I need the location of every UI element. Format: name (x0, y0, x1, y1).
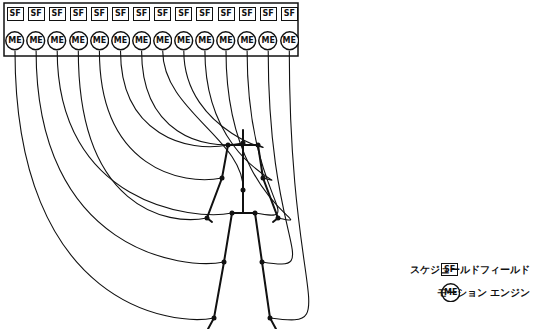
motion-link-curve (247, 51, 278, 215)
scheduled-field-box: SF (154, 7, 171, 21)
node-label: SF (115, 10, 126, 18)
legend-text: モーション エンジン (437, 288, 530, 298)
motion-link-curve (163, 51, 243, 190)
node-label: ME (177, 37, 190, 45)
motion-link-curve (36, 51, 224, 264)
motion-engine-circle: ME (26, 31, 45, 50)
motion-engine-circle: ME (5, 31, 24, 50)
node-label: ME (198, 37, 211, 45)
node-label: SF (136, 10, 147, 18)
motion-link-curve (57, 51, 232, 215)
node-label: SF (263, 10, 274, 18)
scheduled-field-box: SF (28, 7, 45, 21)
scheduled-field-box: SF (112, 7, 129, 21)
scheduled-field-box: SF (49, 7, 66, 21)
node-label: SF (284, 10, 295, 18)
node-label: SF (52, 10, 63, 18)
motion-engine-circle: ME (195, 31, 214, 50)
node-label: ME (283, 37, 296, 45)
scheduled-field-box: SF (7, 7, 24, 21)
scheduled-field-box: SF (70, 7, 87, 21)
motion-engine-circle: ME (280, 31, 299, 50)
motion-link-curve (205, 51, 272, 181)
node-label: SF (73, 10, 84, 18)
scheduled-field-box: SF (239, 7, 256, 21)
motion-engine-circle: ME (153, 31, 172, 50)
motion-link-curve (184, 51, 263, 148)
scheduled-field-box: SF (175, 7, 192, 21)
motion-engine-circle: ME (132, 31, 151, 50)
motion-link-curve (270, 51, 309, 320)
scheduled-field-box: SF (281, 7, 298, 21)
legend-text: スケジュールドフィールド (410, 265, 530, 275)
scheduled-field-box: SF (91, 7, 108, 21)
node-label: ME (93, 37, 106, 45)
node-label: SF (9, 10, 20, 18)
motion-engine-circle: ME (47, 31, 66, 50)
scheduled-field-box: SF (133, 7, 150, 21)
node-label: SF (94, 10, 105, 18)
frame-rect (4, 3, 298, 56)
motion-engine-circle: ME (111, 31, 130, 50)
node-label: SF (199, 10, 210, 18)
scheduled-field-box: SF (218, 7, 235, 21)
motion-engine-circle: ME (237, 31, 256, 50)
node-label: SF (30, 10, 41, 18)
joint-dots (205, 141, 281, 321)
node-label: ME (50, 37, 63, 45)
node-label: ME (135, 37, 148, 45)
node-label: SF (241, 10, 252, 18)
node-label: ME (219, 37, 232, 45)
motion-engine-circle: ME (174, 31, 193, 50)
motion-link-curve (15, 51, 214, 320)
node-label: ME (240, 37, 253, 45)
node-label: ME (72, 37, 85, 45)
node-label: SF (220, 10, 231, 18)
node-label: ME (29, 37, 42, 45)
motion-engine-circle: ME (69, 31, 88, 50)
node-label: ME (156, 37, 169, 45)
motion-engine-circle: ME (258, 31, 277, 50)
stick-figure (207, 130, 278, 329)
node-label: ME (8, 37, 21, 45)
motion-engine-circle: ME (216, 31, 235, 50)
node-label: SF (157, 10, 168, 18)
node-label: SF (178, 10, 189, 18)
scheduled-field-box: SF (260, 7, 277, 21)
node-label: ME (261, 37, 274, 45)
scheduled-field-box: SF (196, 7, 213, 21)
node-label: ME (114, 37, 127, 45)
motion-engine-circle: ME (90, 31, 109, 50)
motion-link-curve (262, 51, 293, 264)
